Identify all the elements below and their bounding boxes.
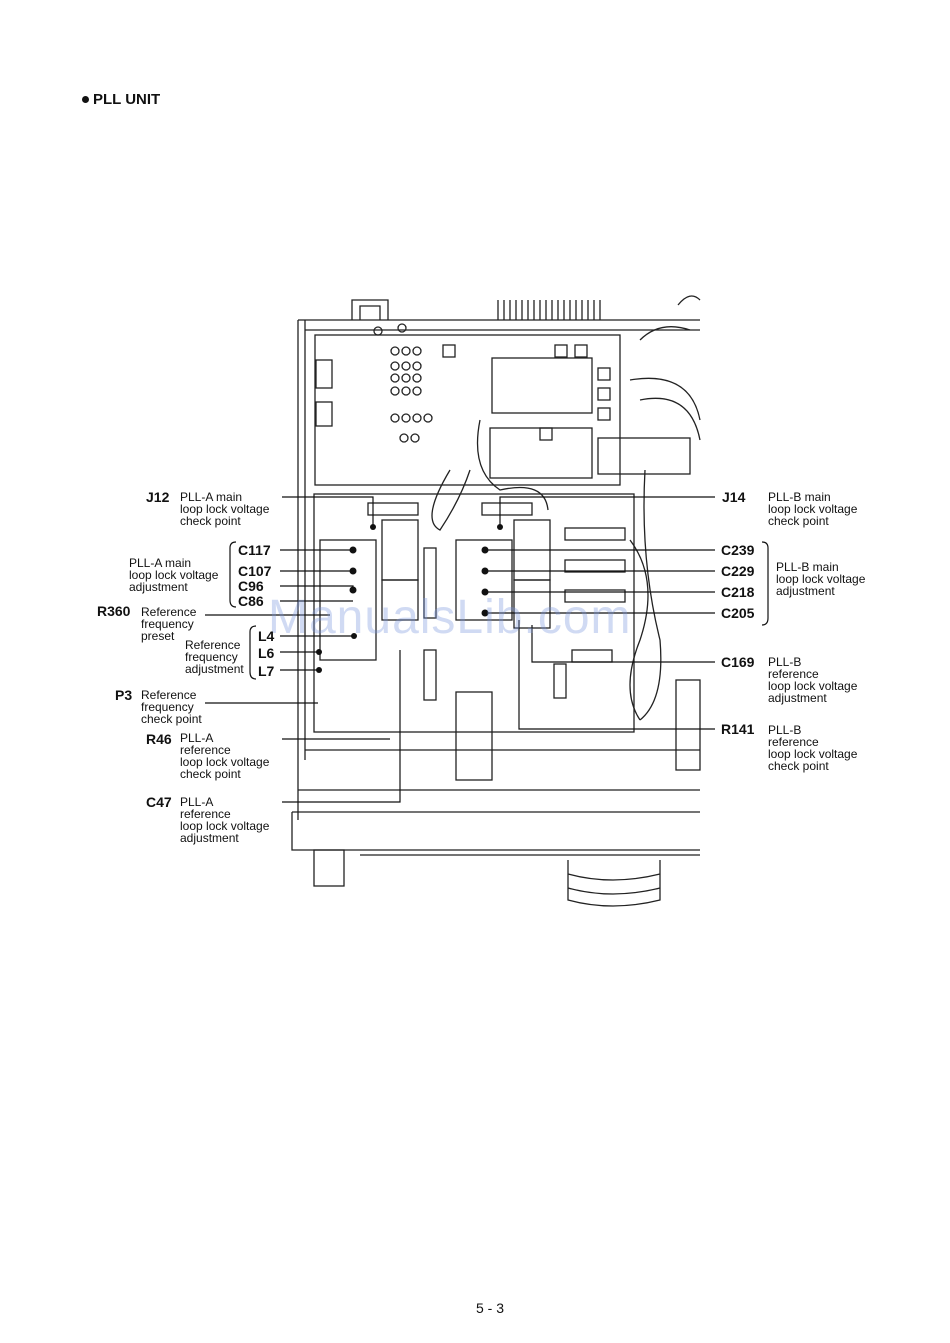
section-title-text: PLL UNIT (93, 91, 161, 108)
left-leader-lines (205, 496, 401, 803)
c169-ref: C169 (721, 654, 755, 670)
c86-ref: C86 (238, 593, 264, 609)
p3-desc: Reference frequency check point (141, 688, 202, 726)
r141-ref: R141 (721, 721, 755, 737)
j14-ref: J14 (722, 489, 746, 505)
bullet-icon (82, 95, 89, 103)
c47-desc: PLL-A reference loop lock voltage adjust… (180, 795, 270, 845)
l7-ref: L7 (258, 663, 275, 679)
c107-ref: C107 (238, 563, 272, 579)
r360-desc: Reference frequency preset (141, 605, 197, 643)
section-title: PLL UNIT (82, 91, 160, 108)
r141-desc: PLL-B reference loop lock voltage check … (768, 723, 858, 773)
j12-ref: J12 (146, 489, 170, 505)
c229-ref: C229 (721, 563, 755, 579)
component-circles (373, 323, 433, 443)
l-group-desc: Reference frequency adjustment (185, 638, 244, 676)
c117-ref: C117 (238, 542, 271, 558)
c169-desc: PLL-B reference loop lock voltage adjust… (768, 655, 858, 705)
j14-desc: PLL-B main loop lock voltage check point (768, 490, 858, 528)
c-group-desc: PLL-B main loop lock voltage adjustment (776, 560, 866, 598)
c205-ref: C205 (721, 605, 755, 621)
c218-ref: C218 (721, 584, 755, 600)
r360-ref: R360 (97, 603, 131, 619)
watermark: ManualsLib.com (268, 591, 632, 644)
right-leader-lines (485, 496, 769, 730)
r46-desc: PLL-A reference loop lock voltage check … (180, 731, 270, 781)
c47-ref: C47 (146, 794, 172, 810)
r46-ref: R46 (146, 731, 172, 747)
c117-group-desc: PLL-A main loop lock voltage adjustment (129, 556, 219, 594)
l4-ref: L4 (258, 628, 275, 644)
c96-ref: C96 (238, 578, 264, 594)
l6-ref: L6 (258, 645, 275, 661)
vent-fins (497, 300, 601, 320)
page-number: 5 - 3 (476, 1300, 505, 1316)
j12-desc: PLL-A main loop lock voltage check point (180, 490, 270, 528)
p3-ref: P3 (115, 687, 133, 703)
c239-ref: C239 (721, 542, 755, 558)
